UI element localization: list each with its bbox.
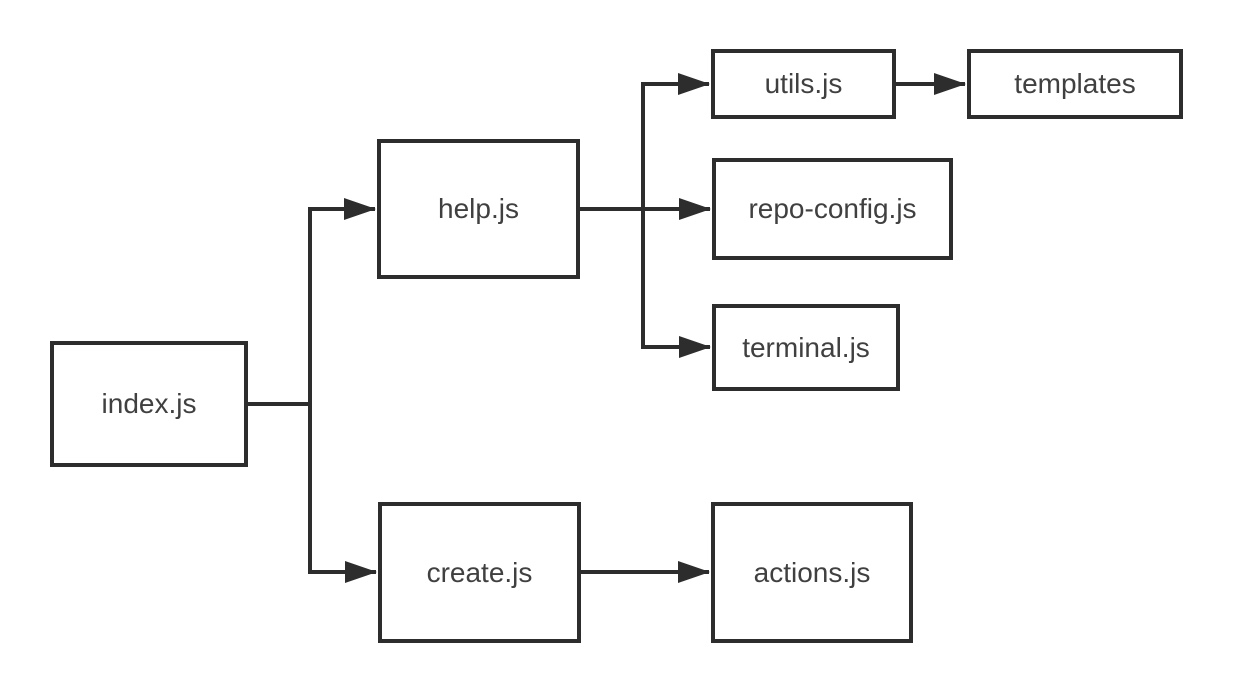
node-create-js: create.js: [378, 502, 581, 643]
node-actions-js-label: actions.js: [753, 556, 871, 588]
edge-help-to-utils: [641, 73, 710, 209]
node-index-js-label: index.js: [101, 388, 197, 420]
node-templates-label: templates: [1014, 68, 1136, 100]
node-help-js-label: help.js: [438, 193, 519, 225]
node-repo-config-js-label: repo-config.js: [748, 193, 917, 225]
node-actions-js: actions.js: [711, 502, 913, 643]
node-terminal-js-label: terminal.js: [742, 331, 870, 363]
node-templates: templates: [967, 49, 1183, 119]
node-create-js-label: create.js: [426, 556, 533, 588]
edge-index-to-help: [248, 198, 376, 406]
node-utils-js-label: utils.js: [764, 68, 843, 100]
node-index-js: index.js: [50, 341, 248, 467]
edge-help-to-terminal: [641, 209, 711, 358]
node-terminal-js: terminal.js: [712, 304, 900, 391]
node-help-js: help.js: [377, 139, 580, 279]
edge-index-to-create: [308, 404, 377, 583]
node-utils-js: utils.js: [711, 49, 896, 119]
node-repo-config-js: repo-config.js: [712, 158, 953, 260]
